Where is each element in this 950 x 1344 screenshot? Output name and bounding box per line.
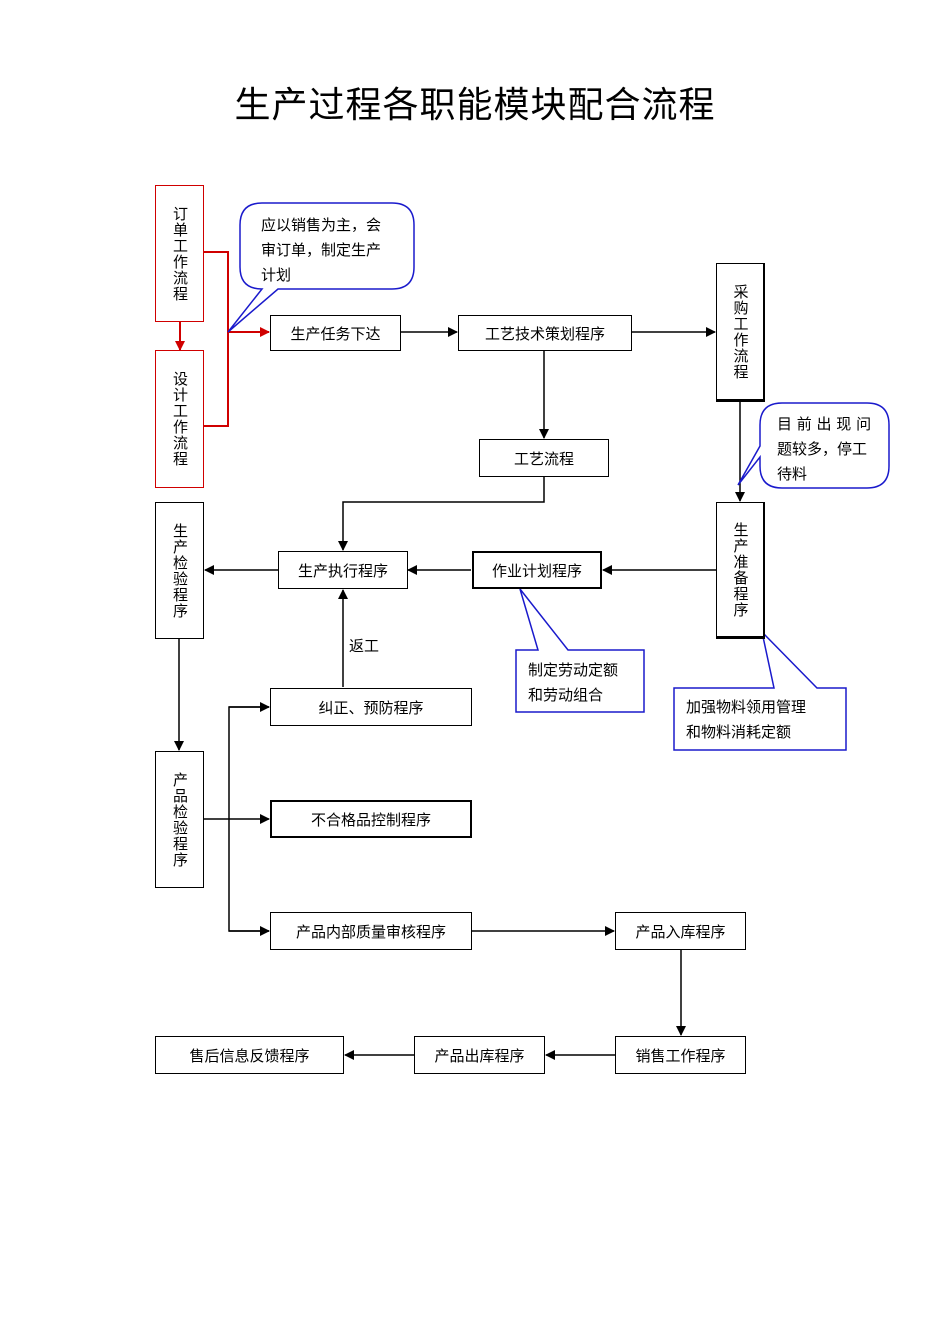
sales-callout: 应以销售为主，会 审订单，制定生产 计划: [261, 216, 382, 284]
material-callout-shape: [673, 629, 847, 751]
order-workflow-box: 订单工作流程: [155, 185, 204, 322]
labor-callout-shape: [515, 588, 645, 713]
purchase-callout-shape: [737, 402, 890, 489]
purchase-callout: 目 前 出 现 问 题较多，停工 待料: [777, 415, 872, 483]
corrective-preventive-box: 纠正、预防程序: [270, 688, 472, 726]
design-workflow-box: 设计工作流程: [155, 350, 204, 488]
aftersales-feedback-box: 售后信息反馈程序: [155, 1036, 344, 1074]
warehouse-in-box: 产品入库程序: [615, 912, 746, 950]
production-inspection-box: 生产检验程序: [155, 502, 204, 639]
product-inspection-box: 产品检验程序: [155, 751, 204, 888]
material-callout: 加强物料领用管理 和物料消耗定额: [686, 698, 807, 741]
process-flow-box: 工艺流程: [479, 439, 609, 477]
warehouse-out-box: 产品出库程序: [414, 1036, 545, 1074]
production-execution-box: 生产执行程序: [278, 551, 408, 589]
sales-callout-shape: [227, 202, 415, 333]
work-plan-box: 作业计划程序: [472, 551, 602, 589]
sales-workflow-box: 销售工作程序: [615, 1036, 746, 1074]
page-title: 生产过程各职能模块配合流程: [234, 85, 716, 126]
rework-label: 返工: [349, 637, 380, 655]
production-prep-box: 生产准备程序: [716, 502, 765, 639]
production-task-box: 生产任务下达: [270, 315, 401, 351]
nonconforming-control-box: 不合格品控制程序: [270, 800, 472, 838]
internal-audit-box: 产品内部质量审核程序: [270, 912, 472, 950]
purchase-workflow-box: 采购工作流程: [716, 263, 765, 402]
labor-callout: 制定劳动定额 和劳动组合: [528, 661, 619, 704]
tech-planning-box: 工艺技术策划程序: [458, 315, 632, 351]
